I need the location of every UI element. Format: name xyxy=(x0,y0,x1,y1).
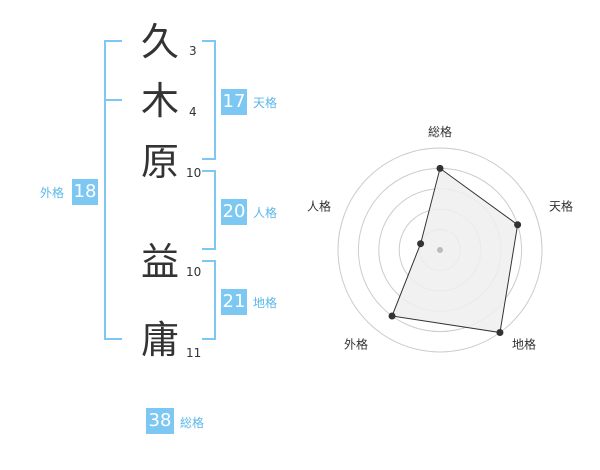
chikaku-label: 地格 xyxy=(253,296,278,310)
tenkaku-label: 天格 xyxy=(253,96,278,110)
gaikaku-bracket xyxy=(104,40,122,340)
jinkaku-badge: 20 xyxy=(221,199,247,225)
soukaku-label: 総格 xyxy=(180,416,205,430)
tenkaku-bracket xyxy=(202,40,216,160)
chikaku-bracket xyxy=(202,260,216,340)
radar-axis-label-5: 人格 xyxy=(307,198,331,213)
chikaku-badge: 21 xyxy=(221,289,247,315)
radar-point-4 xyxy=(388,312,396,320)
name-char-4: 益 xyxy=(140,240,179,284)
tenkaku-badge: 17 xyxy=(221,89,247,115)
stroke-count-5: 11 xyxy=(186,346,202,360)
stroke-count-4: 10 xyxy=(186,265,202,279)
gaikaku-bracket-mid xyxy=(104,99,122,101)
radar-axis-label-4: 外格 xyxy=(344,337,368,352)
radar-point-3 xyxy=(496,329,504,337)
gaikaku-badge: 18 xyxy=(72,179,98,205)
stroke-count-2: 4 xyxy=(189,105,197,119)
stroke-count-1: 3 xyxy=(189,44,197,58)
radar-point-5 xyxy=(417,240,425,248)
soukaku-badge: 38 xyxy=(146,408,174,434)
radar-center-dot xyxy=(437,247,443,253)
name-char-5: 庸 xyxy=(140,318,179,362)
radar-axis-label-1: 総格 xyxy=(428,124,452,139)
gaikaku-label: 外格 xyxy=(40,186,65,200)
name-char-2: 木 xyxy=(140,79,179,123)
stroke-count-3: 10 xyxy=(186,166,202,180)
jinkaku-label: 人格 xyxy=(253,206,278,220)
name-char-3: 原 xyxy=(140,140,179,184)
radar-axis-label-2: 天格 xyxy=(549,198,573,213)
radar-polygon xyxy=(391,167,519,334)
radar-point-1 xyxy=(436,164,444,172)
jinkaku-bracket xyxy=(202,170,216,250)
name-char-1: 久 xyxy=(140,20,179,64)
radar-point-2 xyxy=(514,221,522,229)
radar-grid-ring-5 xyxy=(337,147,543,353)
radar-axis-label-3: 地格 xyxy=(512,337,536,352)
